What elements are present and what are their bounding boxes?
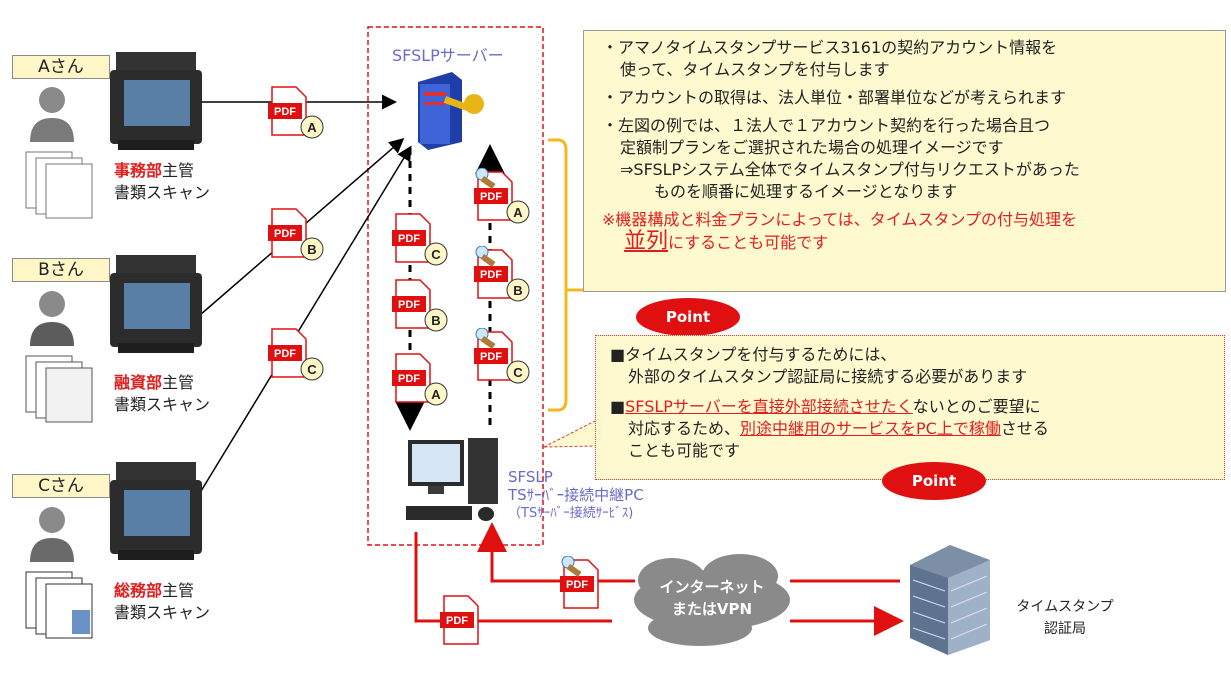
dept-c-action: 書類スキャン xyxy=(114,603,211,622)
dept-a-name: 事務部 xyxy=(114,161,163,180)
note2-p2-prefix: ■ xyxy=(610,397,626,416)
svg-text:C: C xyxy=(307,362,317,377)
building-icon xyxy=(910,545,990,655)
note1-b3-l3: ⇒SFSLPシステム全体でタイムスタンプ付与リクエストがあった xyxy=(620,160,1080,179)
server-key-icon xyxy=(418,72,484,150)
note1-b3-l1: ・左図の例では、１法人で１アカウント契約を行った場合且つ xyxy=(602,116,1051,135)
note-relay-pc: ■タイムスタンプを付与するためには、 外部のタイムスタンプ認証局に接続する必要が… xyxy=(595,335,1225,480)
dept-c-name: 総務部 xyxy=(114,581,163,600)
note1-red-l1: ※機器構成と料金プランによっては、タイムスタンプの付与処理を xyxy=(602,210,1078,229)
svg-text:PDF: PDF xyxy=(446,615,468,627)
svg-text:A: A xyxy=(307,120,317,135)
pdf-badge-queue-right-b: PDF B xyxy=(474,245,534,308)
dept-b: 融資部主管 書類スキャン xyxy=(114,372,210,416)
processing-brace xyxy=(548,138,584,412)
note2-p1-l2: 外部のタイムスタンプ認証局に接続する必要があります xyxy=(628,367,1028,386)
svg-text:C: C xyxy=(431,247,441,262)
scanner-a-icon xyxy=(110,52,202,150)
pdf-badge-c-incoming: PDF C xyxy=(268,325,328,387)
tsa-line1: タイムスタンプ xyxy=(1016,599,1114,615)
note2-p2-l2-post: させる xyxy=(1000,419,1049,438)
svg-text:PDF: PDF xyxy=(274,106,296,118)
note1-b2: ・アカウントの取得は、法人単位・部署単位などが考えられます xyxy=(602,88,1067,107)
note1-b3-l2: 定額制プランをご選択された場合の処理イメージです xyxy=(620,138,1004,157)
internet-cloud-icon xyxy=(634,554,790,646)
scanner-b-icon xyxy=(110,255,202,353)
svg-text:A: A xyxy=(431,387,441,402)
pdf-badge-queue-right-a: PDF A xyxy=(474,167,534,230)
note2-p1-l1: ■タイムスタンプを付与するためには、 xyxy=(610,345,897,364)
pdf-badge-a-incoming: PDF A xyxy=(268,83,328,145)
server-title: SFSLPサーバー xyxy=(392,46,504,65)
note2-p2-red: SFSLPサーバーを直接外部接続させたく xyxy=(625,397,913,416)
svg-text:A: A xyxy=(513,205,523,220)
scanner-c-icon xyxy=(110,462,202,560)
note1-b3-l4: ものを順番に処理するイメージとなります xyxy=(654,182,958,201)
relay-pc-line2: TSｻｰﾊﾞｰ接続中継PC xyxy=(508,486,644,504)
cloud-line2: またはVPN xyxy=(671,600,753,618)
pdf-badge-queue-left-b: PDF B xyxy=(392,276,452,338)
user-label-b: Bさん xyxy=(12,258,110,282)
svg-text:PDF: PDF xyxy=(398,299,420,311)
point-badge-1: Point xyxy=(636,298,740,336)
line-pc-to-cloud xyxy=(414,532,612,623)
tsa-line2: 認証局 xyxy=(1044,621,1086,637)
svg-text:PDF: PDF xyxy=(398,373,420,385)
svg-text:PDF: PDF xyxy=(480,351,502,363)
note1-b1-l1: ・アマノタイムスタンプサービス3161の契約アカウント情報を xyxy=(602,38,1058,57)
person-c-icon xyxy=(25,507,93,639)
pdf-badge-returned: PDF xyxy=(560,555,620,618)
point-badge-2: Point xyxy=(882,462,986,500)
svg-text:B: B xyxy=(513,283,522,298)
dept-b-suffix: 主管 xyxy=(162,373,195,392)
person-a-icon xyxy=(25,87,93,219)
svg-text:C: C xyxy=(513,365,523,380)
pdf-badge-outgoing: PDF xyxy=(440,592,500,654)
cloud-text: インターネット またはVPN xyxy=(645,576,779,620)
dept-a-action: 書類スキャン xyxy=(114,183,211,202)
note1-red-l2: にすることも可能です xyxy=(668,233,829,252)
arrow-c-to-server xyxy=(197,145,412,497)
note2-p2-l3: ことも可能です xyxy=(628,441,741,460)
svg-text:PDF: PDF xyxy=(274,348,296,360)
pdf-badge-queue-right-c: PDF C xyxy=(474,327,534,390)
dept-a-suffix: 主管 xyxy=(162,161,195,180)
person-b-icon xyxy=(25,291,93,423)
note1-red-big: 並列 xyxy=(624,229,669,254)
note2-p2-l2-pre: 対応するため、 xyxy=(628,419,741,438)
dept-a: 事務部主管 書類スキャン xyxy=(114,160,210,204)
note-timestamp-account: ・アマノタイムスタンプサービス3161の契約アカウント情報を 使って、タイムスタ… xyxy=(583,30,1226,292)
user-label-a: Aさん xyxy=(12,55,110,79)
svg-text:PDF: PDF xyxy=(274,228,296,240)
relay-pc-line3: （TSｻｰﾊﾞｰ接続ｻｰﾋﾞｽ) xyxy=(508,506,634,521)
note2-pointer xyxy=(543,419,598,448)
svg-text:PDF: PDF xyxy=(398,233,420,245)
note2-p2-l2-red: 別途中継用のサービスをPC上で稼働 xyxy=(740,419,1001,438)
dept-b-action: 書類スキャン xyxy=(114,395,211,414)
svg-text:B: B xyxy=(431,313,440,328)
sfslp-system-frame xyxy=(367,26,544,546)
svg-text:PDF: PDF xyxy=(566,579,588,591)
svg-text:PDF: PDF xyxy=(480,191,502,203)
dept-c: 総務部主管 書類スキャン xyxy=(114,580,210,624)
note1-b1-l2: 使って、タイムスタンプを付与します xyxy=(620,60,890,79)
svg-text:B: B xyxy=(307,242,316,257)
cloud-line1: インターネット xyxy=(659,578,765,596)
dept-c-suffix: 主管 xyxy=(162,581,195,600)
relay-pc-icon xyxy=(406,438,498,521)
pdf-badge-queue-left-a: PDF A xyxy=(392,350,452,412)
user-label-c: Cさん xyxy=(12,474,110,498)
relay-pc-line1: SFSLP xyxy=(508,468,553,486)
pdf-badge-queue-left-c: PDF C xyxy=(392,210,452,272)
dept-b-name: 融資部 xyxy=(114,373,163,392)
tsa-label: タイムスタンプ 認証局 xyxy=(1010,596,1120,640)
svg-text:PDF: PDF xyxy=(480,269,502,281)
note2-p2-rest: ないとのご要望に xyxy=(912,397,1041,416)
pdf-badge-b-incoming: PDF B xyxy=(268,205,328,267)
